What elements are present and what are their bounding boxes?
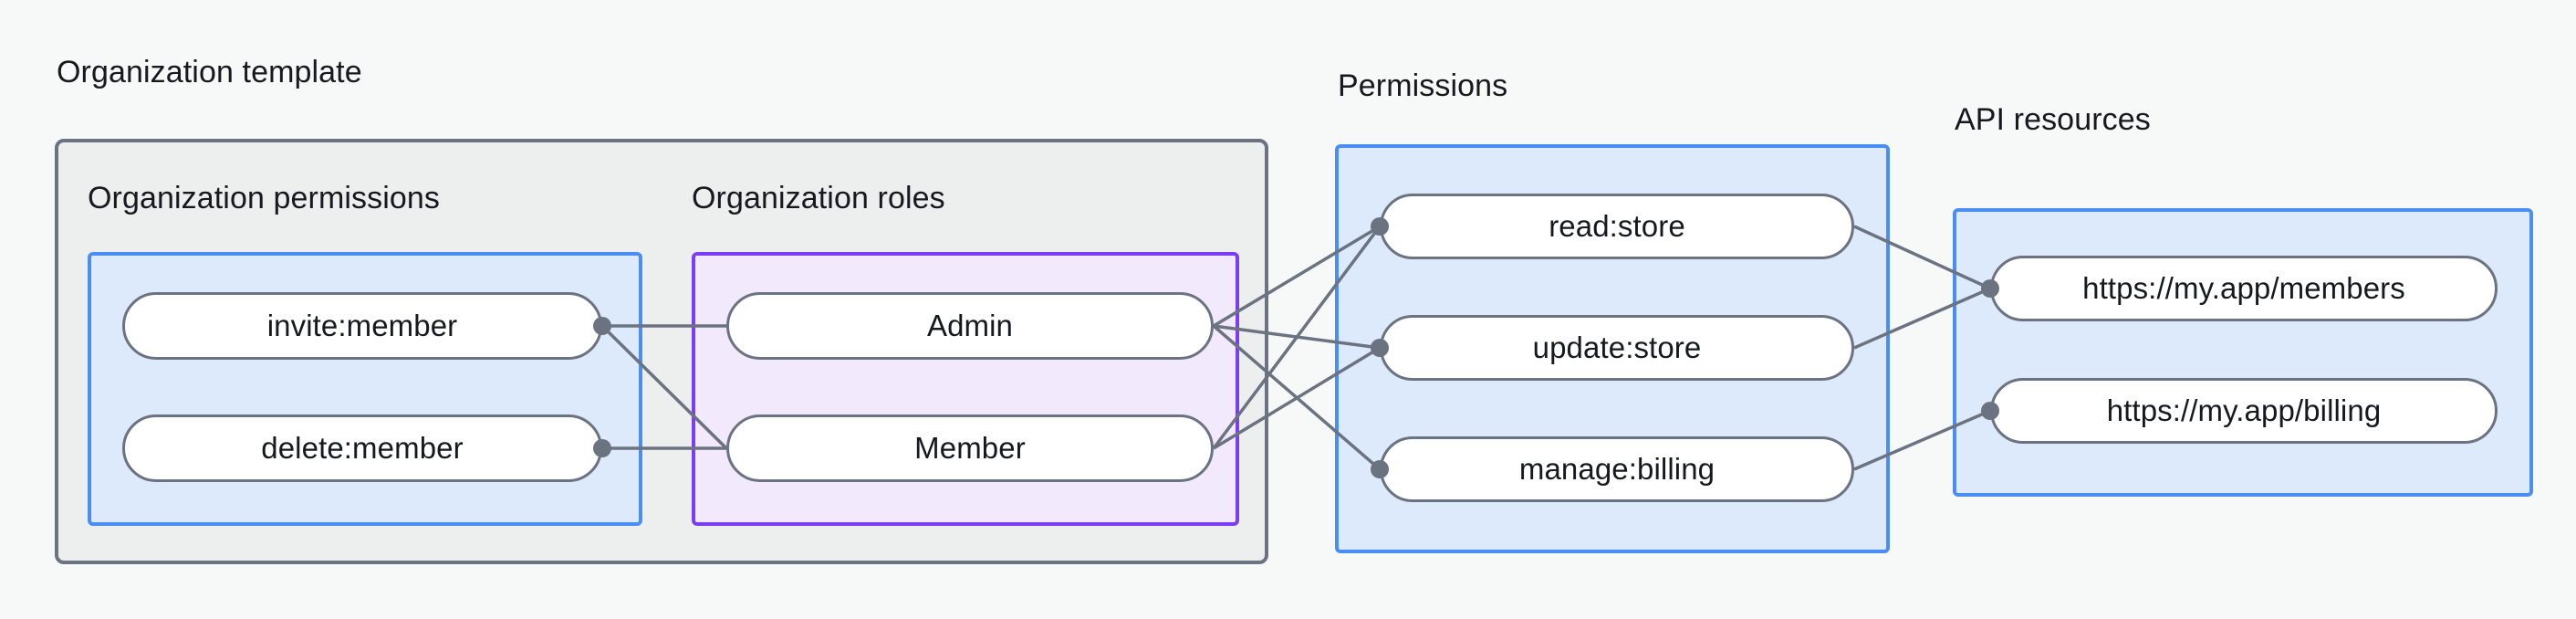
api-resources-caption: API resources [1955,102,2151,137]
pill-role-admin[interactable]: Admin [726,292,1214,360]
permissions-caption: Permissions [1338,68,1508,103]
api-resources-group [1953,208,2533,497]
pill-delete-member[interactable]: delete:member [122,414,602,482]
pill-manage-billing[interactable]: manage:billing [1380,436,1854,502]
pill-resource-members[interactable]: https://my.app/members [1990,256,2498,321]
pill-invite-member[interactable]: invite:member [122,292,602,360]
org-roles-caption: Organization roles [692,181,945,215]
pill-role-member[interactable]: Member [726,414,1214,482]
org-permissions-caption: Organization permissions [88,181,441,215]
org-template-caption: Organization template [57,55,362,89]
pill-read-store[interactable]: read:store [1380,194,1854,259]
pill-resource-billing[interactable]: https://my.app/billing [1990,378,2498,444]
pill-update-store[interactable]: update:store [1380,315,1854,381]
